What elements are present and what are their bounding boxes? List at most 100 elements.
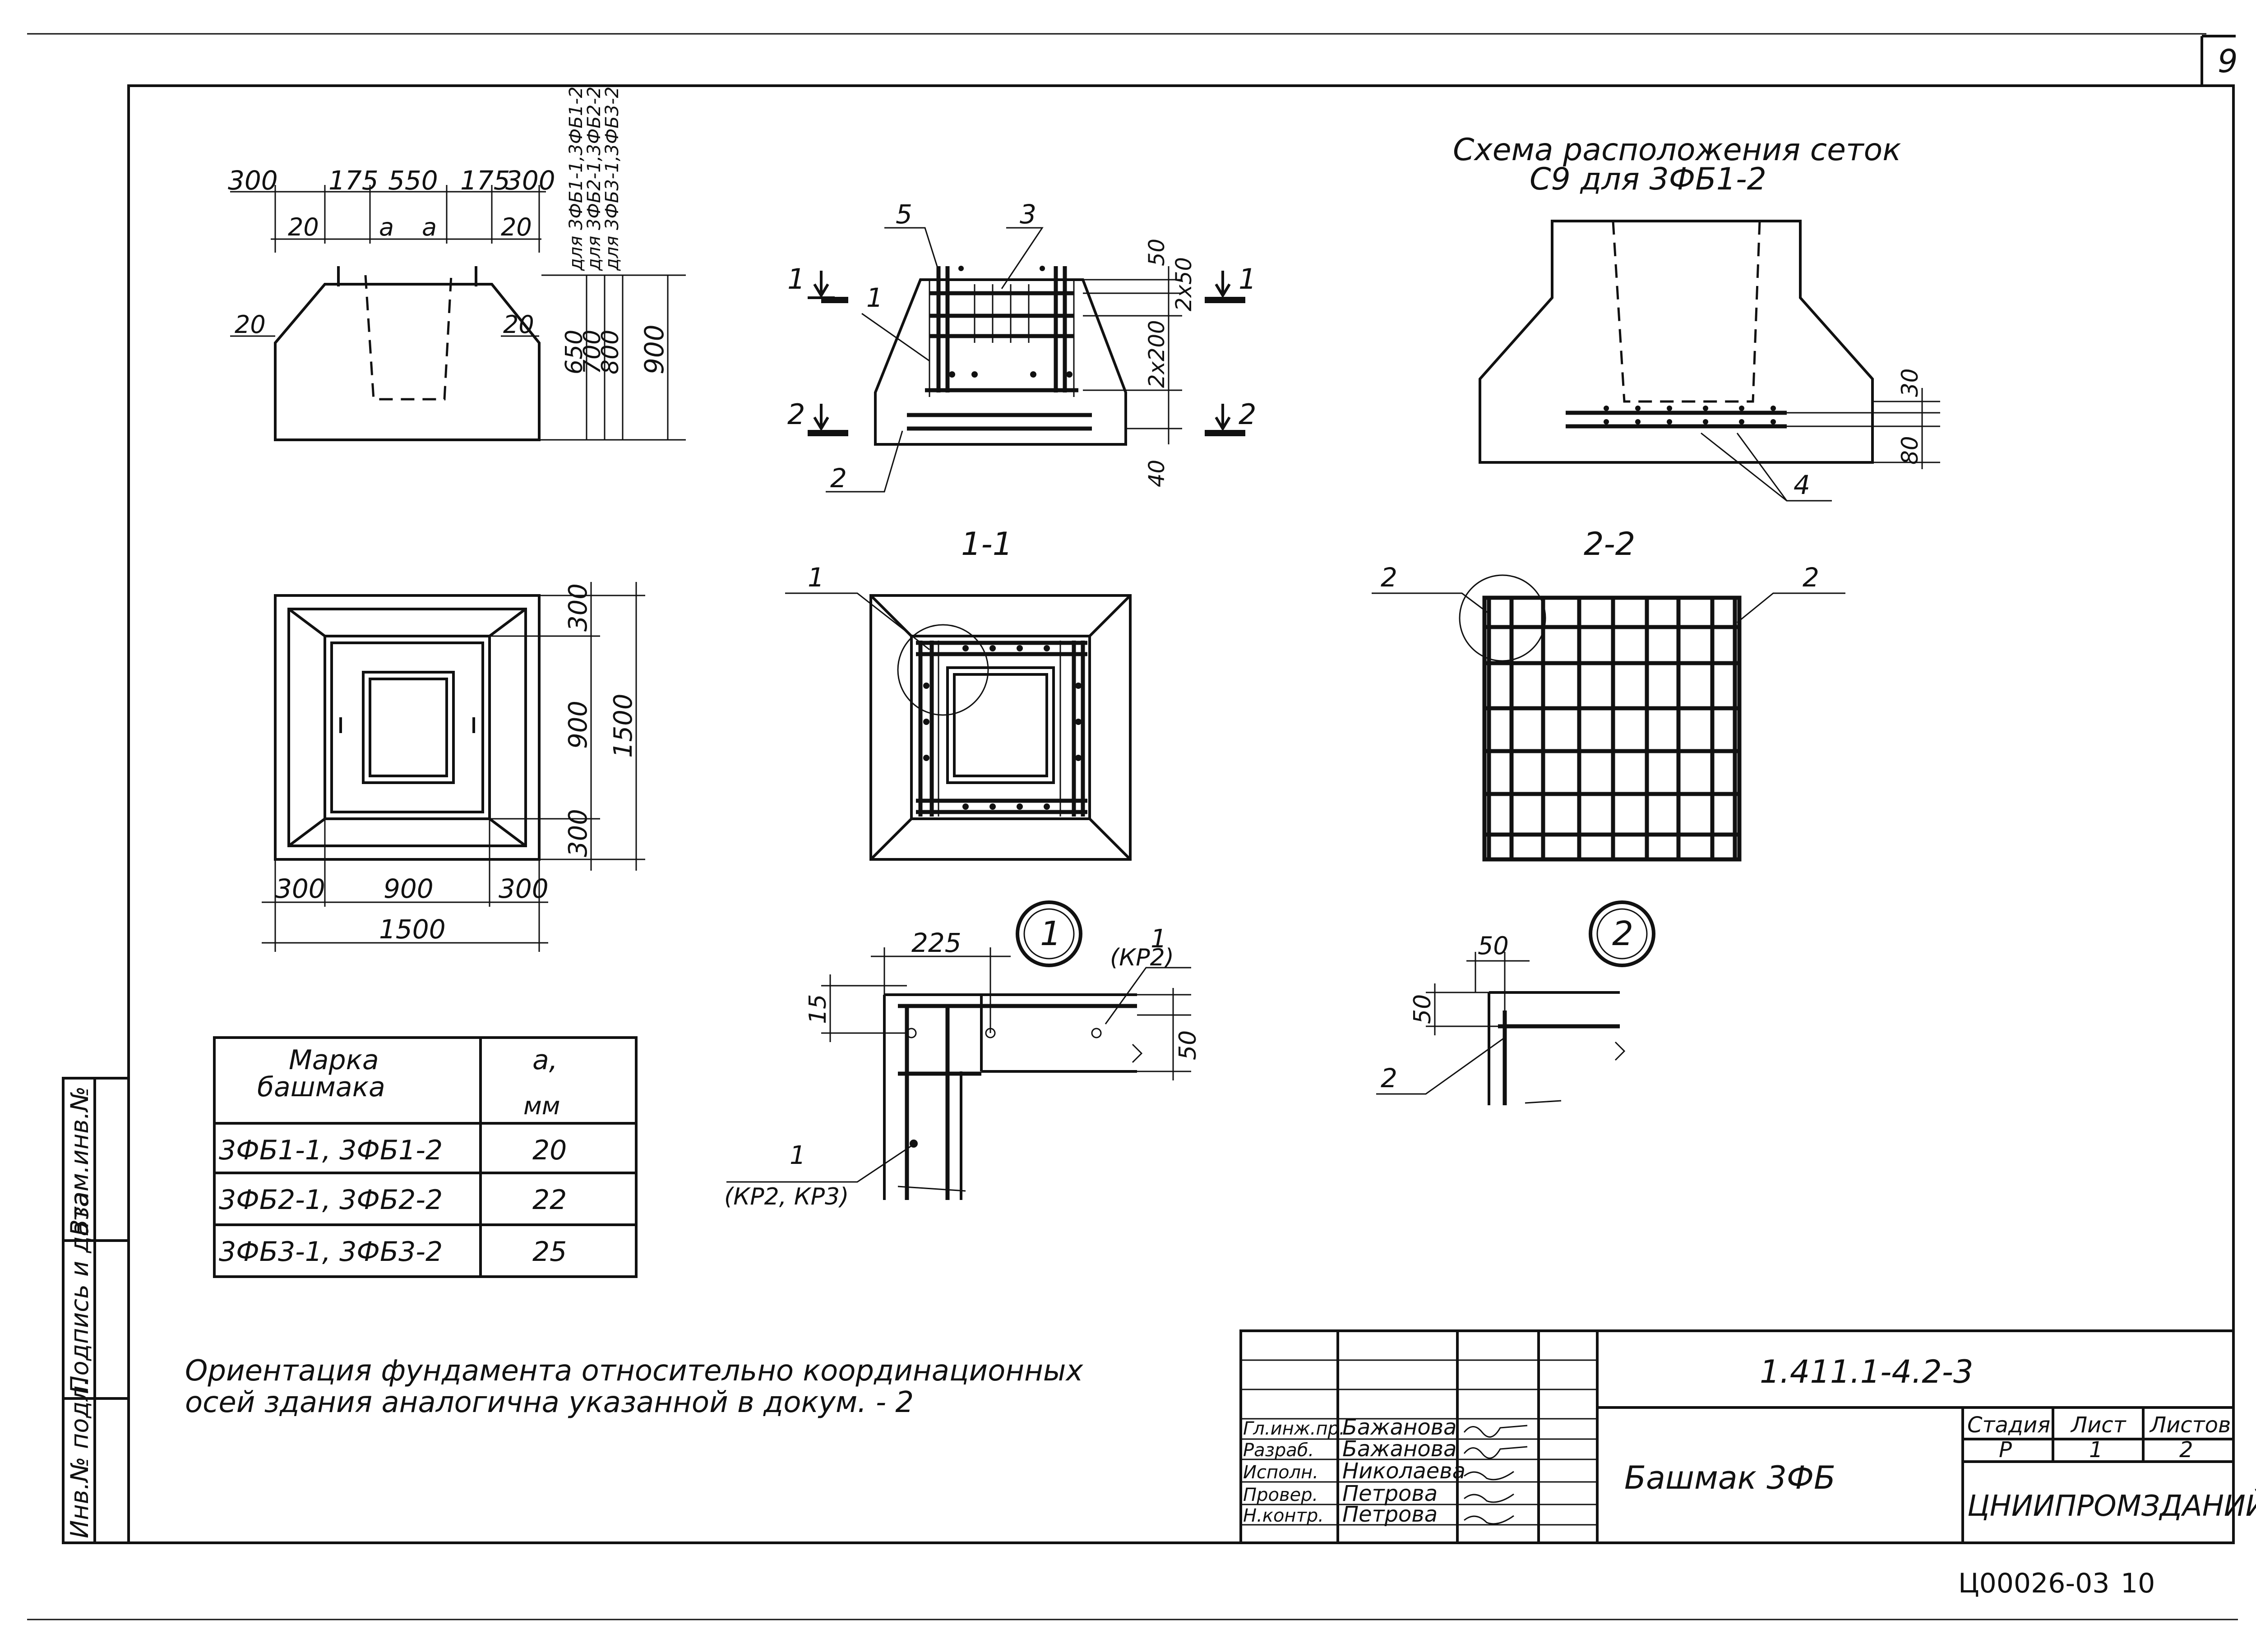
section-2-2-pos-right: 2: [1803, 562, 1819, 593]
rf-cut-2-right: 2: [1239, 398, 1256, 431]
elev-dim-175-left: 175: [328, 165, 379, 196]
mesh-schema-view: [1479, 220, 1940, 502]
elev-dim-a-right: a: [422, 213, 437, 241]
plan-dim-1500-bottom: 1500: [379, 914, 446, 945]
plan-view: [262, 582, 645, 952]
detail-1-dim-50: 50: [1174, 1030, 1202, 1060]
detail-1-dim-15: 15: [804, 994, 832, 1024]
section-1-1-title: 1-1: [961, 526, 1012, 563]
section-2-2-title: 2-2: [1584, 526, 1635, 563]
detail-1-marker: 1: [1040, 914, 1061, 953]
detail-1-view: [726, 947, 1191, 1200]
plan-dim-300-left: 300: [275, 873, 325, 904]
detail-1-label-top-sub: (КР2): [1110, 944, 1174, 971]
detail-1-label-bottom-sub: (КР2, КР3): [724, 1183, 849, 1210]
tb-role-2: Разраб.: [1243, 1440, 1314, 1461]
detail-1-marker-ring-outer: [1016, 900, 1082, 967]
schema-dim-80: 80: [1897, 436, 1923, 465]
elev-dim-900: 900: [639, 324, 670, 374]
doc-code: 1.411.1-4.2-3: [1760, 1353, 1974, 1390]
elev-dim-20-side-left: 20: [235, 310, 266, 339]
plan-dim-900-right: 900: [564, 701, 593, 749]
detail-1-dim-225: 225: [911, 928, 962, 958]
tb-val-stage: Р: [1999, 1437, 2012, 1463]
mesh-schema-dots: [1604, 406, 1776, 425]
section-1-1-view: [785, 592, 1132, 861]
elev-dim-a-left: a: [379, 213, 394, 241]
schema-title-2: С9 для 3ФБ1-2: [1530, 162, 1766, 197]
tb-name-5: Петрова: [1342, 1502, 1438, 1527]
section-2-2-pos-left: 2: [1381, 562, 1397, 593]
rf-pos-5: 5: [896, 199, 912, 230]
detail-1-label-top: 1: [1151, 924, 1167, 954]
tb-role-1: Гл.инж.пр.: [1243, 1418, 1345, 1439]
plan-dim-300-right: 300: [499, 873, 549, 904]
table-header-mark-1: Марка: [289, 1044, 379, 1076]
schema-dim-30: 30: [1897, 368, 1923, 397]
section-1-1-dots: [923, 645, 1082, 810]
table-row-2-a: 22: [532, 1184, 567, 1216]
tb-org: ЦНИИПРОМЗДАНИЙ: [1967, 1489, 2256, 1523]
section-1-1-pos: 1: [808, 562, 824, 593]
elev-dim-300-right: 300: [505, 165, 555, 196]
plan-dim-900: 900: [384, 873, 434, 904]
stamp-replace-inv: Взам.инв.№: [65, 1086, 94, 1236]
elev-dim-20-right: 20: [501, 213, 532, 241]
stamp-inv-orig: Инв.№ подл.: [65, 1378, 94, 1538]
section-2-2-view: [1372, 574, 1845, 862]
table-header-a: a,: [532, 1044, 558, 1076]
rf-pos-2: 2: [830, 463, 847, 494]
footer-code: Ц00026-03: [1958, 1568, 2109, 1599]
table-header-mm: мм: [523, 1092, 560, 1120]
reinforcement-dots: [949, 266, 1073, 378]
detail-2-marker-ring-outer: [1589, 900, 1655, 967]
detail-2-marker-ring-inner: [1596, 908, 1648, 960]
schema-title-1: Схема расположения сеток: [1453, 132, 1901, 168]
elev-dim-20-side-right: 20: [503, 310, 534, 339]
note-line-2: осей здания аналогична указанной в докум…: [185, 1386, 914, 1419]
tb-col-stage: Стадия: [1967, 1412, 2050, 1438]
tb-col-sheet: Лист: [2070, 1412, 2127, 1438]
page-number: 9: [2218, 43, 2238, 80]
detail-2-marker: 2: [1612, 914, 1633, 953]
rf-dim-2x50: 2х50: [1171, 257, 1197, 311]
elev-dim-550: 550: [388, 165, 438, 196]
tb-role-4: Провер.: [1243, 1485, 1318, 1505]
detail-2-dim-left: 50: [1409, 994, 1436, 1024]
plan-dim-1500-right: 1500: [609, 693, 638, 758]
detail-1-label-bottom: 1: [790, 1141, 806, 1170]
tb-name-3: Николаева: [1342, 1458, 1465, 1484]
rf-cut-2-left: 2: [787, 398, 805, 431]
drawing-name: Башмак 3ФБ: [1624, 1459, 1835, 1496]
tb-name-4: Петрова: [1342, 1481, 1438, 1506]
schema-pos-4: 4: [1794, 470, 1810, 500]
table-row-1-a: 20: [532, 1135, 567, 1166]
tb-name-2: Бажанова: [1342, 1436, 1456, 1462]
elev-type-1: для 3ФБ1-1,3ФБ1-2: [566, 87, 587, 271]
detail-1-marker-ring-inner: [1023, 908, 1075, 960]
tb-col-sheets: Листов: [2149, 1412, 2231, 1438]
table-row-1-mark: 3ФБ1-1, 3ФБ1-2: [219, 1135, 443, 1166]
table-row-2-mark: 3ФБ2-1, 3ФБ2-2: [219, 1184, 443, 1216]
note-line-1: Ориентация фундамента относительно коорд…: [185, 1354, 1083, 1388]
rf-cut-1-left: 1: [787, 263, 805, 295]
stamp-signature-date: Подпись и дата: [65, 1192, 94, 1394]
elev-type-3: для 3ФБ3-1,3ФБ3-2: [602, 87, 623, 271]
plan-dim-300-top: 300: [564, 583, 593, 632]
elev-dim-700: 700: [579, 330, 606, 374]
tb-name-1: Бажанова: [1342, 1415, 1456, 1440]
side-stamp: Инв.№ подл. Подпись и дата Взам.инв.№: [63, 1078, 129, 1543]
tb-val-sheets: 2: [2179, 1437, 2193, 1463]
table-header-mark-2: башмака: [257, 1071, 385, 1103]
elev-dim-175-right: 175: [460, 165, 510, 196]
rf-pos-3: 3: [1020, 199, 1036, 230]
rf-cut-1-right: 1: [1239, 263, 1256, 295]
rf-dim-40: 40: [1144, 460, 1170, 487]
plan-dim-300-bottom: 300: [564, 809, 593, 857]
elevation-view: [230, 185, 686, 441]
tb-role-5: Н.контр.: [1243, 1505, 1324, 1526]
elev-dim-300-left: 300: [228, 165, 278, 196]
footer-number: 10: [2121, 1568, 2155, 1599]
reinforcement-view: [808, 227, 1245, 493]
